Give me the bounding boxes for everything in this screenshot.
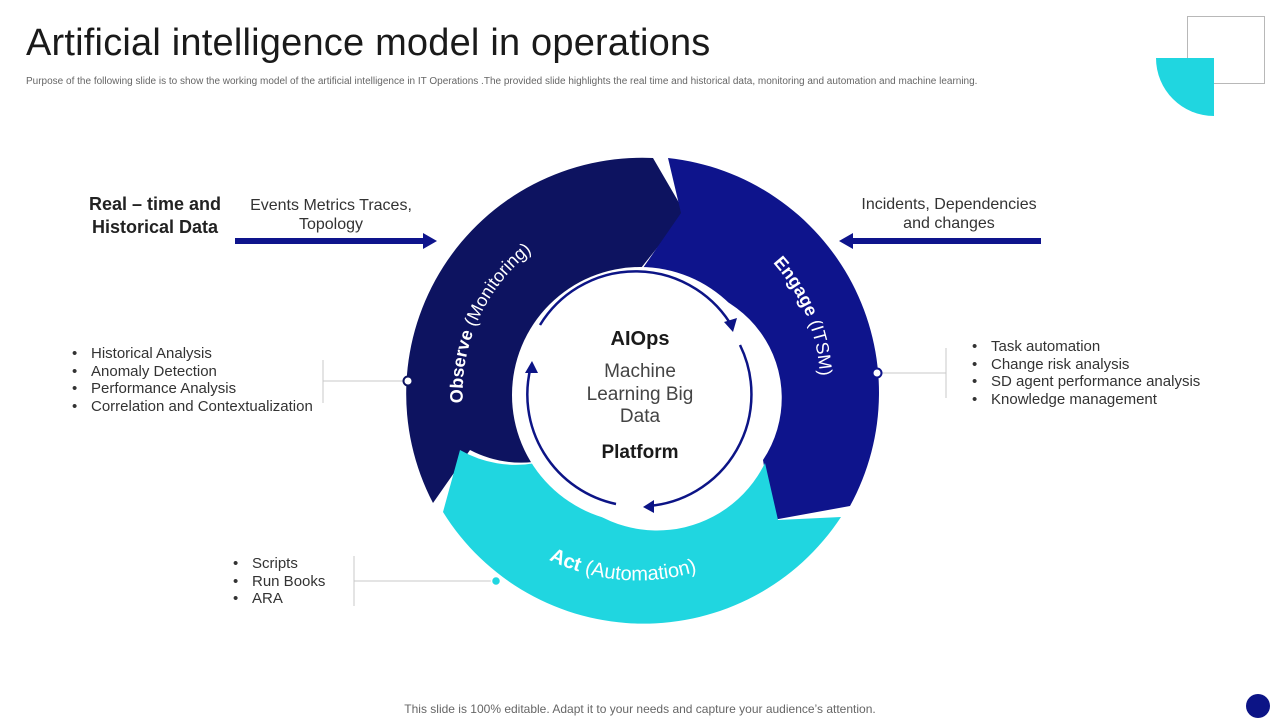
act-segment [443,450,841,624]
list-item: Scripts [233,555,325,573]
observe-list: Historical Analysis Anomaly Detection Pe… [72,345,313,415]
page-title: Artificial intelligence model in operati… [26,22,711,64]
right-input-arrowhead [839,233,853,249]
right-input-text: Incidents, Dependencies and changes [851,195,1047,233]
inner-arrowhead-top [724,318,737,332]
left-input-heading: Real – time and Historical Data [70,193,240,239]
left-input-arrow-text-line-2: Topology [298,216,364,233]
list-item: Task automation [972,338,1200,356]
inner-arrow-top [538,270,735,329]
inner-arrowhead-right [643,500,654,513]
left-input-arrowhead [423,233,437,249]
engage-connector-dot [871,367,883,379]
list-item: Change risk analysis [972,356,1200,374]
inner-arrowhead-left [525,361,538,373]
engage-segment [640,158,879,520]
list-item: Performance Analysis [72,380,313,398]
list-item: Anomaly Detection [72,363,313,381]
engage-list: Task automation Change risk analysis SD … [972,338,1200,408]
center-title: AIOps [611,328,670,350]
page-subtitle: Purpose of the following slide is to sho… [26,76,978,87]
decorative-square [1187,16,1265,84]
act-connector-dot [490,575,502,587]
list-item: Correlation and Contextualization [72,398,313,416]
list-item: Knowledge management [972,391,1200,409]
list-item: SD agent performance analysis [972,373,1200,391]
inner-arrow-right [647,344,753,508]
left-input-arrow-text: Events Metrics Traces, Topology [236,196,426,234]
inner-arrow-left [526,365,617,506]
left-input-heading-line-2: Historical Data [91,217,219,237]
right-input-text-line-1: Incidents, Dependencies [861,196,1037,213]
left-input-heading-line-1: Real – time and [88,194,222,214]
page-indicator-dot [1246,694,1270,718]
left-input-arrow-shaft [235,238,425,244]
center-line-1: Machine [604,361,676,382]
list-item: Run Books [233,573,325,591]
act-list: Scripts Run Books ARA [233,555,325,608]
center-platform: Platform [601,442,678,463]
right-input-text-line-2: and changes [903,215,995,232]
center-disk [512,267,768,523]
footer-note: This slide is 100% editable. Adapt it to… [404,702,876,716]
observe-connector-dot [402,375,414,387]
right-input-arrow-shaft [851,238,1041,244]
center-line-3: Data [620,406,661,427]
list-item: ARA [233,590,325,608]
center-line-2: Learning Big [587,384,694,405]
left-input-arrow-text-line-1: Events Metrics Traces, [250,197,412,214]
list-item: Historical Analysis [72,345,313,363]
